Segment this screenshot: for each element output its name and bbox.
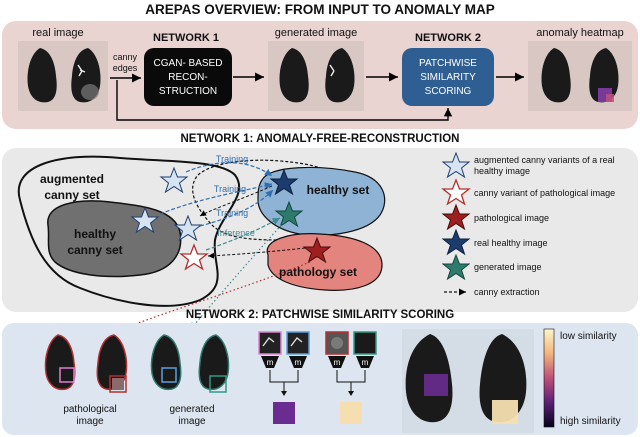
network2-label: NETWORK 2 (415, 32, 481, 44)
training-arrow-2 (159, 182, 273, 215)
inference-arrow (205, 217, 281, 251)
real-image-label: real image (32, 27, 83, 39)
star-augmented-3 (173, 214, 203, 242)
colorbar-top-label: low similarity (560, 331, 617, 342)
network1-label: NETWORK 1 (153, 32, 219, 44)
canny-extraction-arrow-1 (199, 185, 273, 217)
patch-highlight-4 (209, 375, 227, 393)
real-image-lungs (18, 41, 108, 111)
legend-text-augmented-2: healthy image (474, 166, 530, 176)
healthy-set-region (257, 166, 386, 236)
legend-text-pathological: pathological image (474, 213, 549, 223)
star-pathological (302, 236, 332, 264)
patchwise-box-line1: PATCHWISE (419, 58, 477, 69)
legend: augmented canny variants of a real healt… (441, 151, 615, 297)
cgan-box (144, 48, 232, 106)
encoder-symbol-3: m (334, 358, 341, 367)
dotted-arrow-to-generated (189, 221, 285, 331)
star-real-healthy (269, 168, 299, 196)
legend-text-pathological-canny: canny variant of pathological image (474, 188, 615, 198)
healthy-set-label: healthy set (307, 183, 370, 197)
pathological-image-lungs (44, 334, 128, 393)
patch-comparison-1: m m (258, 331, 310, 424)
cgan-box-line3: STRUCTION (159, 86, 217, 97)
anomaly-heatmap-lungs (528, 41, 632, 111)
legend-star-generated (441, 253, 471, 281)
star-augmented-2 (130, 206, 160, 234)
cgan-box-line1: CGAN- BASED (154, 58, 223, 69)
legend-star-pathological (441, 203, 471, 231)
augmented-canny-set-region (17, 155, 241, 307)
heatmap-label: anomaly heatmap (536, 27, 623, 39)
patch-highlight-1 (59, 367, 75, 383)
legend-text-real-healthy: real healthy image (474, 238, 548, 248)
network2-section-title: NETWORK 2: PATCHWISE SIMILARITY SCORING (186, 309, 454, 321)
legend-text-canny-extraction: canny extraction (474, 287, 540, 297)
generated-image-lungs (268, 41, 364, 111)
augmented-set-line2: canny set (44, 188, 99, 202)
star-generated (274, 200, 304, 228)
generated-label-line1: generated (169, 404, 214, 415)
patch-comparison-2: m m (325, 331, 377, 424)
legend-star-pathological-canny (441, 178, 471, 206)
network1-section-title: NETWORK 1: ANOMALY-FREE-RECONSTRUCTION (181, 133, 460, 145)
patchwise-box (402, 48, 494, 106)
legend-text-generated: generated image (474, 262, 542, 272)
canny-label-line2: edges (113, 63, 138, 73)
result-heatmap-lungs (402, 329, 534, 433)
legend-star-augmented (441, 151, 471, 179)
patchwise-box-line3: SCORING (425, 86, 472, 97)
legend-text-augmented-1: augmented canny variants of a real (474, 155, 615, 165)
legend-star-real-healthy (441, 228, 471, 256)
figure-title: AREPAS OVERVIEW: FROM INPUT TO ANOMALY M… (145, 2, 495, 17)
arrow-label-training-3: Training (216, 208, 248, 218)
colorbar-bottom-label: high similarity (560, 416, 621, 427)
patchwise-box-line2: SIMILARITY (420, 72, 476, 83)
similarity-colorbar (543, 328, 555, 428)
training-arrow-1 (185, 162, 273, 177)
pathological-label-line2: image (76, 416, 104, 427)
generated-image-label: generated image (275, 27, 358, 39)
canny-label-line1: canny (113, 52, 138, 62)
patch-highlight-2 (109, 375, 127, 393)
star-augmented-1 (159, 166, 189, 194)
generated-image-lungs-bottom (150, 334, 230, 393)
arrow-bypass-real-to-patchwise (116, 80, 453, 121)
arrow-label-inference: Inference (217, 228, 255, 238)
encoder-symbol-2: m (295, 358, 302, 367)
similarity-patch-purple (273, 402, 295, 424)
cgan-box-line2: RECON- (168, 72, 207, 83)
training-arrow-3 (199, 189, 274, 227)
healthy-canny-line1: healthy (74, 227, 116, 241)
dotted-arrow-to-pathological (119, 261, 311, 331)
similarity-patch-cream (340, 402, 362, 424)
canny-extraction-arrow-2 (207, 247, 306, 259)
arrow-label-training-1: Training (216, 154, 248, 164)
healthy-canny-line2: canny set (67, 243, 122, 257)
augmented-set-line1: augmented (40, 172, 104, 186)
generated-label-line2: image (178, 416, 206, 427)
patch-highlight-3 (161, 367, 177, 383)
encoder-symbol-4: m (362, 358, 369, 367)
pathological-label-line1: pathological (63, 404, 116, 415)
pathology-set-label: pathology set (279, 265, 357, 279)
star-pathological-canny (179, 243, 209, 271)
encoder-symbol-1: m (267, 358, 274, 367)
arrow-label-training-2: Training (214, 184, 246, 194)
